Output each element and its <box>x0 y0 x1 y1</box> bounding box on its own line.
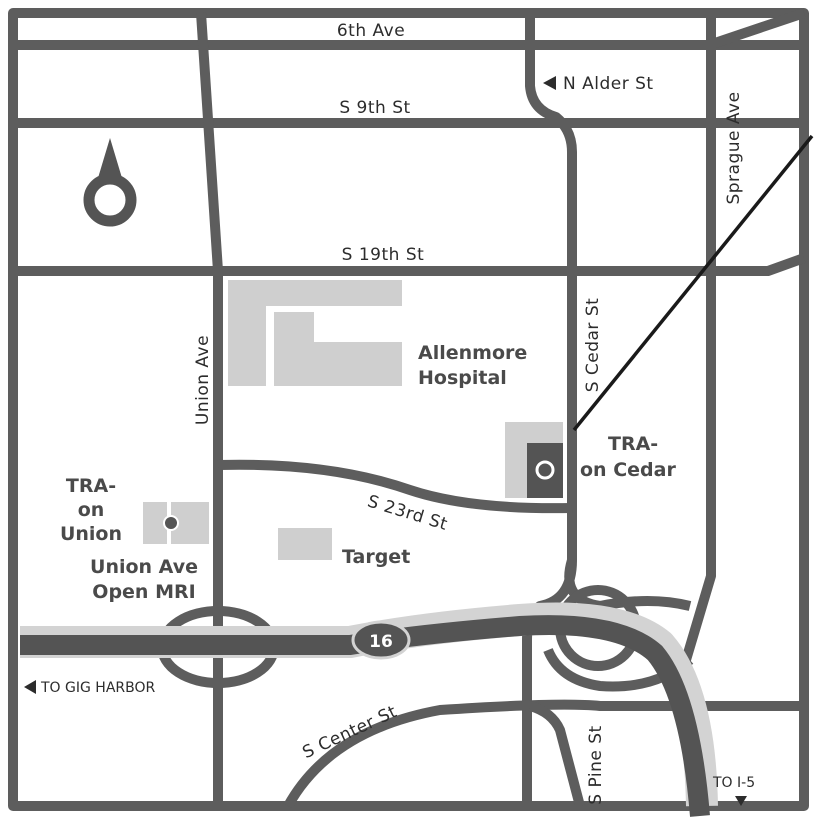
label-to-i5: TO I-5 <box>712 775 755 791</box>
route-16-shield: 16 <box>351 620 411 660</box>
target-building <box>278 528 332 560</box>
triangle-left-icon <box>543 76 556 90</box>
label-union-ave-open-mri-line2: Open MRI <box>92 581 195 603</box>
diagonal-rail-line <box>572 134 814 432</box>
label-tra-on-cedar: TRA- <box>608 433 658 455</box>
label-s-pine-st: S Pine St <box>586 725 606 804</box>
label-s-9th-st: S 9th St <box>339 98 410 118</box>
route-16-label: 16 <box>369 632 393 652</box>
label-n-alder-st: N Alder St <box>563 74 654 94</box>
highway-16 <box>20 615 710 817</box>
label-sprague-ave: Sprague Ave <box>724 91 744 204</box>
allenmore-hospital-buildings <box>228 280 402 386</box>
location-marker-icon <box>535 460 555 480</box>
label-allenmore-hospital-line2: Hospital <box>418 367 507 389</box>
label-union-ave: Union Ave <box>193 335 213 425</box>
label-tra-on-union-line2: on <box>78 499 105 521</box>
location-marker-icon <box>163 515 179 531</box>
label-tra-on-union: TRA- <box>66 475 116 497</box>
triangle-left-icon <box>24 680 36 694</box>
tra-on-cedar-facility <box>527 443 563 498</box>
label-target: Target <box>342 546 410 568</box>
label-to-gig-harbor: TO GIG HARBOR <box>40 680 156 696</box>
label-tra-on-union-line3: Union <box>60 523 122 545</box>
north-arrow-icon <box>83 138 137 227</box>
label-s-cedar-st: S Cedar St <box>583 298 603 393</box>
label-allenmore-hospital: Allenmore <box>418 342 527 364</box>
label-s-19th-st: S 19th St <box>342 245 425 265</box>
label-6th-ave: 6th Ave <box>337 21 405 41</box>
triangle-down-icon <box>735 796 747 806</box>
label-union-ave-open-mri: Union Ave <box>90 556 198 578</box>
label-tra-on-cedar-line2: on Cedar <box>580 459 676 481</box>
